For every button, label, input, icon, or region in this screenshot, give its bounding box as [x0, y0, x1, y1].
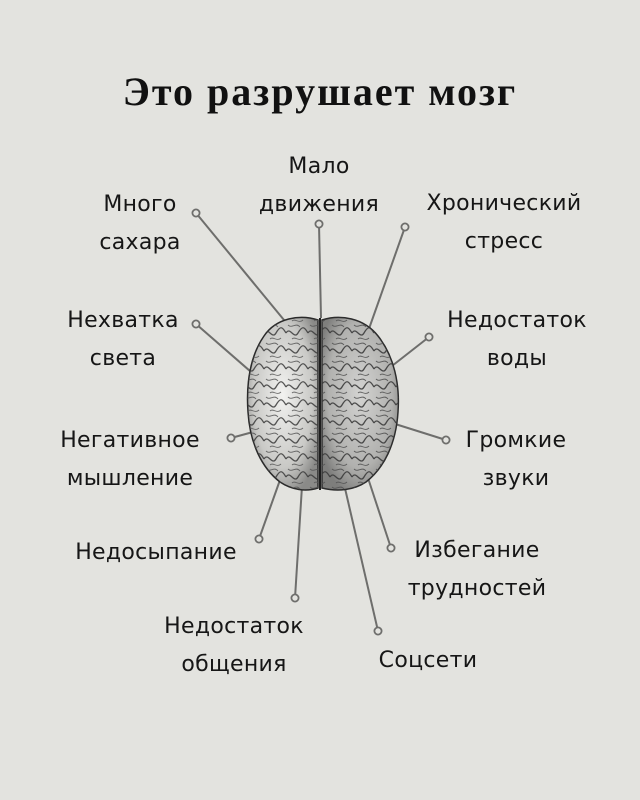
line-stress [364, 226, 406, 341]
label-light: Нехватка света [67, 308, 179, 371]
marker-negative [226, 433, 236, 443]
leader-lines [195, 212, 447, 632]
line-social [294, 485, 303, 599]
marker-sugar [191, 208, 201, 218]
marker-stress [400, 222, 410, 232]
label-avoidance: Избегание трудностей [407, 538, 547, 601]
label-media: Соцсети [378, 648, 478, 673]
label-social: Недостаток общения [164, 614, 304, 677]
line-light [195, 323, 259, 379]
marker-light [191, 319, 201, 329]
label-noise: Громкие звуки [465, 428, 567, 491]
endpoint-markers [191, 208, 451, 636]
marker-social [290, 593, 300, 603]
line-media [343, 483, 379, 632]
marker-movement [314, 219, 324, 229]
line-avoidance [367, 477, 392, 549]
line-noise [391, 422, 447, 441]
label-water: Недостаток воды [447, 308, 587, 371]
marker-avoidance [386, 543, 396, 553]
label-movement: Мало движения [258, 154, 380, 217]
label-negative: Негативное мышление [60, 428, 200, 491]
brain-icon [246, 316, 400, 491]
page-title: Это разрушает мозг [122, 69, 518, 114]
marker-sleep [254, 534, 264, 544]
label-stress: Хронический стресс [426, 191, 582, 254]
marker-media [373, 626, 383, 636]
line-sleep [258, 479, 281, 540]
label-sugar: Много сахара [99, 192, 181, 255]
marker-water [424, 332, 434, 342]
label-sleep: Недосыпание [75, 540, 237, 565]
marker-noise [441, 435, 451, 445]
line-sugar [195, 212, 285, 321]
line-movement [318, 223, 322, 319]
